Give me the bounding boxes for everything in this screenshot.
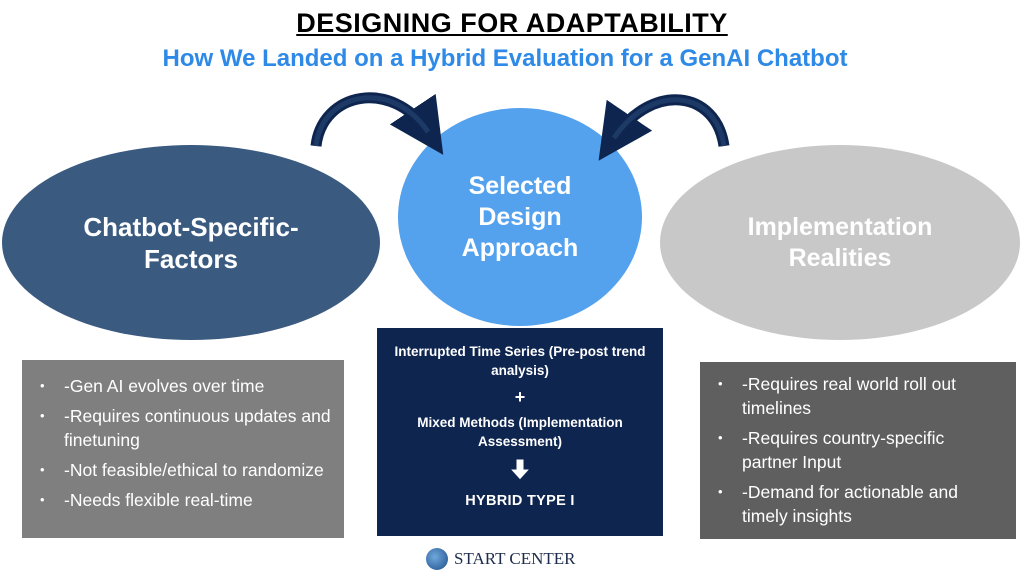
- chatbot-factors-list: -Gen AI evolves over time -Requires cont…: [40, 374, 332, 512]
- logo-text: START CENTER: [454, 549, 576, 568]
- design-approach-panel: Interrupted Time Series (Pre-post trend …: [377, 328, 663, 536]
- globe-icon: [426, 548, 448, 570]
- start-center-logo: START CENTER: [426, 545, 576, 573]
- implementation-realities-list: -Requires real world roll out timelines …: [718, 372, 1004, 528]
- oval-implementation-realities: Implementation Realities: [660, 145, 1020, 340]
- oval-chatbot-factors-label: Chatbot-Specific-Factors: [83, 211, 299, 274]
- list-item: -Requires country-specific partner Input: [718, 426, 1004, 474]
- list-item: -Demand for actionable and timely insigh…: [718, 480, 1004, 528]
- page-subtitle: How We Landed on a Hybrid Evaluation for…: [162, 45, 848, 72]
- page-title: DESIGNING FOR ADAPTABILITY: [296, 8, 728, 38]
- left-curved-arrow-icon: [310, 92, 444, 155]
- plus-sign: +: [514, 387, 526, 407]
- interrupted-time-series-text: Interrupted Time Series (Pre-post trend …: [394, 344, 646, 378]
- right-curved-arrow-icon: [598, 94, 730, 161]
- down-arrow-icon: [508, 458, 532, 481]
- list-item: -Not feasible/ethical to randomize: [40, 458, 332, 482]
- left-curved-arrow-inner: [313, 95, 431, 147]
- list-item: -Gen AI evolves over time: [40, 374, 332, 398]
- implementation-realities-panel: -Requires real world roll out timelines …: [700, 362, 1016, 539]
- right-curved-arrow-inner: [611, 97, 727, 147]
- oval-chatbot-factors: Chatbot-Specific-Factors: [2, 145, 380, 340]
- hybrid-type-label: HYBRID TYPE I: [465, 493, 575, 509]
- chatbot-factors-panel: -Gen AI evolves over time -Requires cont…: [22, 360, 344, 538]
- oval-selected-design-label: Selected Design Approach: [461, 171, 579, 262]
- oval-implementation-realities-label: Implementation Realities: [747, 212, 933, 272]
- list-item: -Requires real world roll out timelines: [718, 372, 1004, 420]
- list-item: -Requires continuous updates and finetun…: [40, 404, 332, 452]
- list-item: -Needs flexible real-time: [40, 488, 332, 512]
- mixed-methods-text: Mixed Methods (Implementation Assessment…: [417, 415, 623, 449]
